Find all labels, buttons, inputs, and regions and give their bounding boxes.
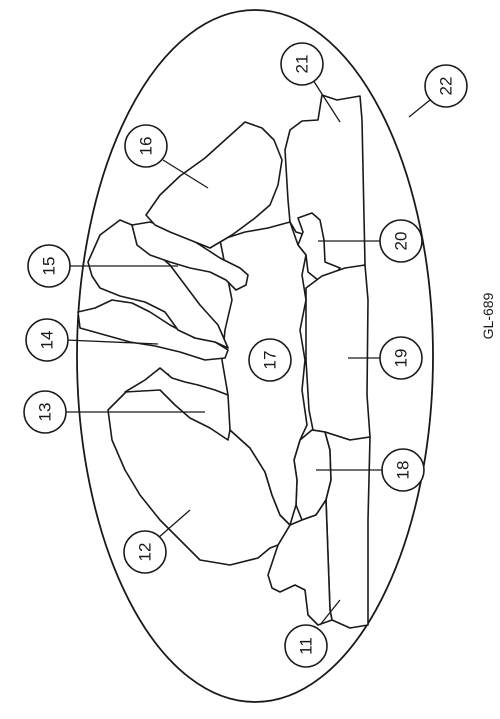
callout-15: 15: [27, 244, 71, 288]
callout-19: 19: [379, 336, 423, 380]
callout-16: 16: [124, 124, 168, 168]
leader-14: [65, 339, 159, 345]
callout-16-label: 16: [137, 137, 156, 156]
fragment-19: [305, 264, 371, 441]
callout-20: 20: [379, 219, 423, 263]
callout-17: 17: [248, 338, 292, 382]
callout-21: 21: [280, 42, 324, 86]
callout-21-label: 21: [293, 55, 312, 74]
callout-14: 14: [25, 318, 69, 362]
fragment-14: [77, 299, 229, 361]
callout-22: 22: [424, 64, 468, 108]
callout-12: 12: [123, 530, 167, 574]
fragment-16: [145, 121, 283, 249]
leader-21: [312, 79, 341, 123]
callout-17-label: 17: [261, 351, 280, 370]
callout-18-label: 18: [394, 461, 413, 480]
callout-12-label: 12: [136, 543, 155, 562]
callout-20-label: 20: [392, 232, 411, 251]
callout-13-label: 13: [36, 403, 55, 422]
callout-11-label: 11: [297, 637, 316, 655]
callout-15-label: 15: [40, 257, 59, 276]
figure-id: GL-689: [480, 292, 496, 339]
leader-11: [319, 599, 341, 626]
callout-19-label: 19: [392, 349, 411, 368]
fragment-11: [267, 499, 333, 626]
callout-13: 13: [23, 390, 67, 434]
callout-22-label: 22: [437, 77, 456, 96]
callout-11: 11: [284, 624, 328, 668]
callout-18: 18: [381, 448, 425, 492]
leader-22: [408, 99, 431, 118]
callout-14-label: 14: [38, 331, 57, 350]
leader-12: [157, 509, 191, 539]
fragment-right-strip: [324, 431, 371, 629]
leader-16: [162, 159, 209, 189]
